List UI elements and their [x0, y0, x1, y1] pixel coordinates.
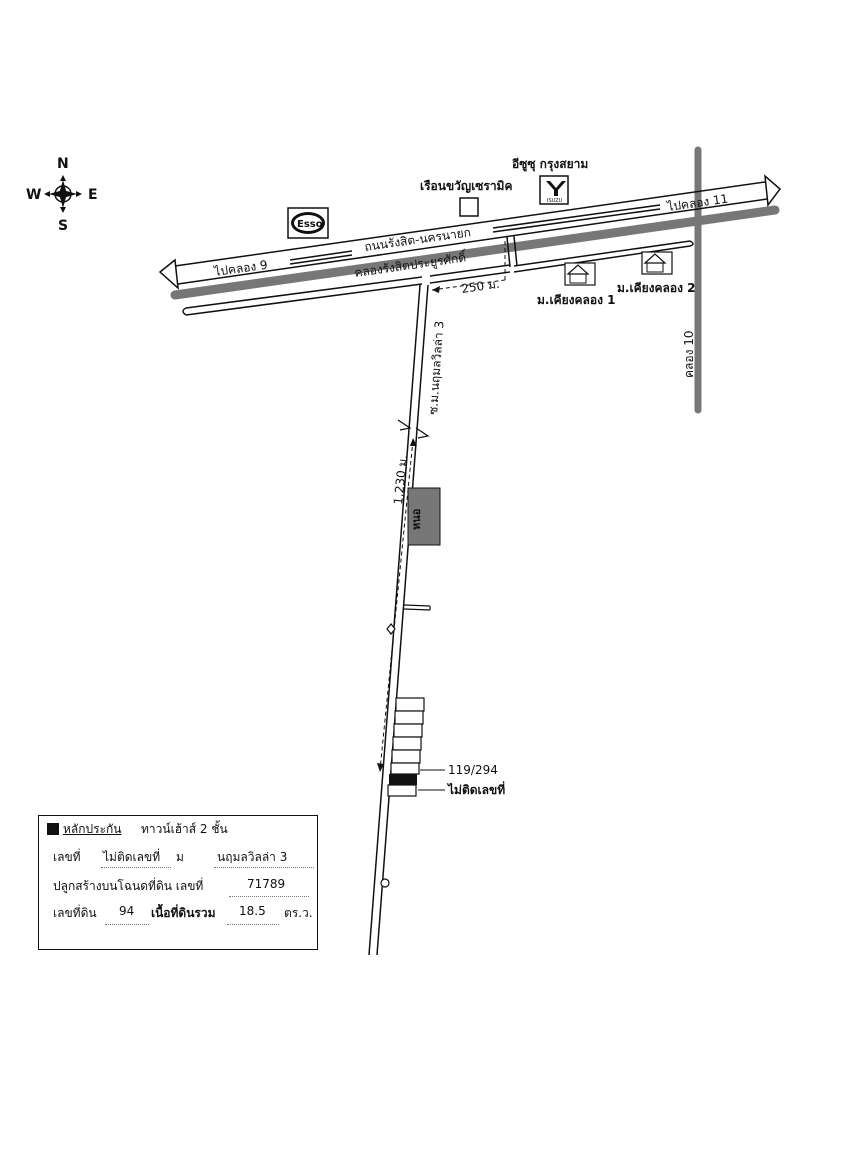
addr-label: เลขที่ — [53, 850, 81, 864]
road-marker — [386, 623, 396, 635]
land-value: 94 — [119, 904, 135, 918]
dotted-underline — [227, 923, 279, 925]
townhouse-row — [387, 697, 425, 797]
legend-swatch-icon — [47, 823, 59, 835]
esso-logo-icon: Esso — [287, 207, 329, 239]
arrowhead — [432, 286, 440, 293]
deed-value: 71789 — [247, 877, 286, 891]
main-road — [158, 174, 782, 290]
collateral-house — [389, 774, 417, 785]
compass-w: W — [26, 187, 41, 203]
info-deed-row: ปลูกสร้างบนโฉนดที่ดิน เลขที่ 71789 — [39, 877, 317, 893]
dotted-underline — [229, 895, 309, 897]
label-to-west: ไปคลอง 9 — [212, 258, 268, 279]
house-label-target: ไม่ติดเลขที่ — [446, 781, 505, 797]
svg-text:Esso: Esso — [297, 219, 323, 230]
moo-label: ม — [176, 850, 184, 864]
ceramic-shop-icon — [459, 197, 479, 217]
arrowhead — [377, 763, 384, 772]
legend-label: หลักประกัน — [63, 822, 122, 836]
bridge — [506, 235, 518, 268]
ceramic-shop-label: เรือนขวัญเซรามิค — [420, 179, 513, 193]
compass-s: S — [58, 218, 68, 234]
info-address-row: เลขที่ ไม่ติดเลขที่ ม นฤมลวิลล่า 3 — [39, 848, 317, 864]
dotted-underline — [105, 923, 149, 925]
compass-n: N — [57, 156, 69, 172]
distance-250: 250 ม. — [460, 277, 500, 296]
info-land-row: เลขที่ดิน 94 เนื้อที่ดินรวม 18.5 ตร.ว. — [39, 904, 317, 920]
road-break-mark — [397, 419, 430, 439]
side-lane — [403, 604, 431, 611]
collateral-info-box: หลักประกัน ทาวน์เฮ้าส์ 2 ชั้น เลขที่ ไม่… — [38, 815, 318, 950]
pond — [407, 487, 441, 546]
village-value: นฤมลวิลล่า 3 — [217, 850, 288, 864]
frontage-road — [182, 240, 694, 316]
village-1-label: ม.เคียงคลอง 1 — [537, 293, 615, 307]
soi-label: ซ.ม.นฤมลวิลล่า 3 — [426, 320, 447, 415]
area-label: เนื้อที่ดินรวม — [151, 906, 216, 920]
village-2-label: ม.เคียงคลอง 2 — [617, 281, 695, 295]
svg-text:ISUZU: ISUZU — [547, 198, 563, 204]
dotted-underline — [214, 866, 314, 868]
dotted-underline — [101, 866, 171, 868]
addr-value: ไม่ติดเลขที่ — [103, 850, 161, 864]
soi-road — [368, 284, 429, 956]
village-1-icon — [564, 262, 596, 286]
main-canal — [170, 205, 780, 300]
property-type: ทาวน์เฮ้าส์ 2 ชั้น — [141, 822, 228, 836]
isuzu-logo-icon: ISUZU — [539, 175, 569, 205]
compass-rose — [44, 175, 82, 213]
compass-e: E — [88, 187, 98, 203]
road-marker — [380, 878, 390, 888]
pond-label: หนอ — [410, 509, 423, 530]
land-label: เลขที่ดิน — [53, 906, 97, 920]
area-value: 18.5 — [239, 904, 266, 918]
info-title-row: หลักประกัน ทาวน์เฮ้าส์ 2 ชั้น — [39, 820, 317, 836]
distance-guides — [379, 240, 506, 771]
village-2-icon — [641, 251, 673, 275]
deed-label: ปลูกสร้างบนโฉนดที่ดิน เลขที่ — [53, 879, 204, 893]
isuzu-label: อีซูซุ กรุงสยาม — [512, 157, 588, 172]
arrowhead — [410, 438, 417, 446]
area-unit: ตร.ว. — [284, 906, 313, 920]
house-label-neighbor: 119/294 — [448, 763, 498, 777]
distance-1230: 1,230 ม. — [391, 454, 410, 505]
canal-label-10: คลอง 10 — [682, 330, 696, 378]
